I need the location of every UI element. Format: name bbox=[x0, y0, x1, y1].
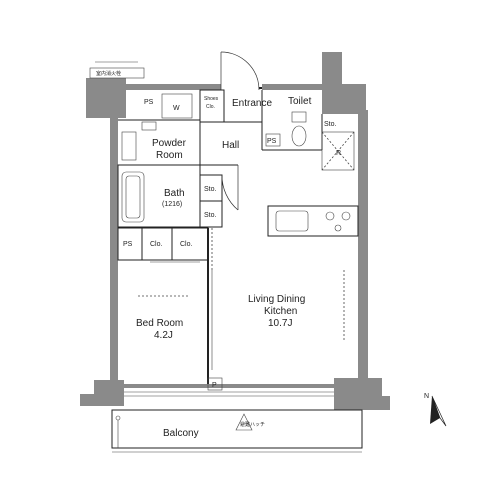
p-bottom-tag: P bbox=[212, 382, 217, 389]
toilet-bowl bbox=[291, 125, 307, 147]
room-labels: Entrance Toilet Powder Room Hall Bath (1… bbox=[136, 96, 312, 341]
ps-bedroom-tag: PS bbox=[123, 241, 133, 248]
balcony: 避難ハッチ Balcony bbox=[111, 409, 363, 453]
powder-room-label-2: Room bbox=[156, 150, 183, 161]
fridge-diagonal-2 bbox=[321, 131, 355, 171]
north-arrow: N bbox=[424, 393, 447, 427]
fire-hydrant-label: 室内消火栓 bbox=[96, 70, 121, 77]
powder-room-label-1: Powder bbox=[152, 138, 187, 149]
ldk-label-1: Living Dining bbox=[248, 294, 305, 305]
fixtures bbox=[121, 93, 359, 391]
bedroom-label: Bed Room bbox=[136, 318, 183, 329]
north-arrow-icon bbox=[430, 396, 440, 424]
fire-hydrant-box bbox=[89, 67, 145, 79]
hall-label: Hall bbox=[222, 140, 239, 151]
ps-toilet-tag: PS bbox=[267, 138, 277, 145]
bathtub-inner bbox=[125, 175, 141, 219]
balcony-drain-icon bbox=[115, 415, 121, 421]
bedroom-size-label: 4.2J bbox=[154, 330, 173, 341]
column-bottom-right bbox=[334, 378, 382, 410]
vanity-small bbox=[141, 121, 157, 131]
column-top-left bbox=[86, 78, 126, 118]
shoes-clo-tag-1: Shoes bbox=[204, 96, 219, 102]
stove-burner-2 bbox=[341, 211, 351, 221]
column-top-mid bbox=[322, 52, 342, 90]
sto-hall-tag-1: Sto. bbox=[204, 186, 217, 193]
w-tag: W bbox=[173, 105, 180, 112]
clo-tag-1: Clo. bbox=[150, 241, 163, 248]
balcony-label: Balcony bbox=[163, 428, 199, 439]
sto-toilet-tag: Sto. bbox=[324, 121, 337, 128]
pipe-box bbox=[207, 377, 223, 391]
wall-bottom bbox=[124, 384, 334, 388]
toilet-tank bbox=[291, 111, 307, 123]
ldk-label-2: Kitchen bbox=[264, 306, 297, 317]
entrance-label: Entrance bbox=[232, 98, 272, 109]
column-bottom-left-ext bbox=[80, 394, 96, 406]
vanity-sink bbox=[121, 131, 137, 161]
balcony-outline bbox=[111, 409, 363, 449]
column-bottom-left bbox=[94, 380, 124, 406]
stove-burner-1 bbox=[325, 211, 335, 221]
ps-toilet-box bbox=[265, 133, 281, 147]
wall-top-right bbox=[262, 84, 322, 90]
clo-tag-2: Clo. bbox=[180, 241, 193, 248]
ps-top-tag: PS bbox=[144, 99, 154, 106]
toilet-label: Toilet bbox=[288, 96, 312, 107]
shoes-closet bbox=[199, 89, 225, 123]
north-arrow-outline bbox=[431, 395, 447, 427]
sto-hall-tag-2: Sto. bbox=[204, 212, 217, 219]
north-label: N bbox=[424, 393, 429, 400]
washing-machine bbox=[161, 93, 193, 119]
ldk-size-label: 10.7J bbox=[268, 318, 292, 329]
entrance-door-swing bbox=[220, 51, 260, 91]
evacuation-hatch-icon bbox=[235, 413, 253, 431]
ldk-door-swing bbox=[221, 174, 239, 211]
column-bottom-right-ext bbox=[380, 396, 390, 410]
column-top-right bbox=[322, 84, 366, 114]
partitions bbox=[117, 89, 323, 384]
tags: PS W Shoes Clo. Sto. PS R Sto. Sto. PS C… bbox=[123, 96, 341, 389]
stove-burner-3 bbox=[334, 224, 342, 232]
wall-top-left bbox=[126, 84, 221, 90]
wall-right bbox=[358, 110, 368, 382]
bath-label: Bath bbox=[164, 188, 185, 199]
r-tag: R bbox=[336, 150, 341, 157]
shoes-clo-tag-2: Clo. bbox=[206, 104, 215, 110]
wall-left bbox=[110, 118, 118, 380]
kitchen-sink bbox=[275, 210, 309, 232]
entrance-door bbox=[220, 51, 262, 91]
bath-size-label: (1216) bbox=[162, 201, 182, 208]
bathtub bbox=[121, 171, 145, 223]
kitchen-counter bbox=[267, 205, 359, 237]
walls bbox=[80, 52, 390, 410]
fridge-space bbox=[321, 131, 355, 171]
balcony-hatch-label: 避難ハッチ bbox=[240, 421, 265, 428]
